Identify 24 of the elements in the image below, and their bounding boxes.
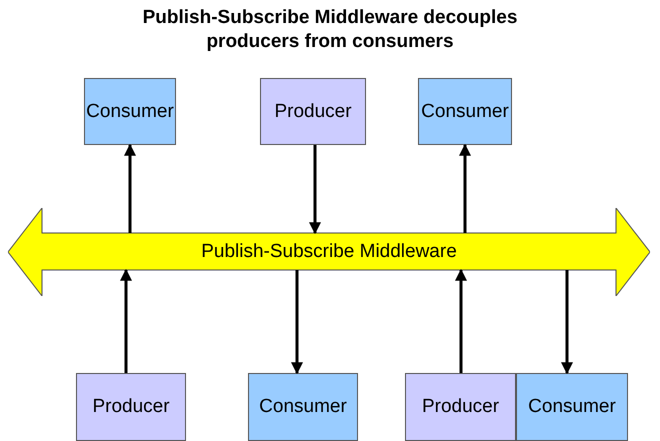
box-label: Consumer [86,100,174,122]
arrow [561,270,573,374]
arrow [309,145,321,234]
arrow [459,144,471,233]
arrow [455,268,467,373]
box-label: Producer [422,396,500,418]
double-arrow-band [8,208,650,296]
box-label: Consumer [528,396,616,418]
consumer-box [84,78,176,145]
producer-box [260,78,366,145]
box-label: Consumer [421,100,509,122]
producer-box [76,373,186,441]
arrow [124,144,136,233]
consumer-box [418,78,512,145]
box-label: Producer [274,100,352,122]
consumer-box [516,373,628,441]
diagram-title: Publish-Subscribe Middleware decouples producers from consumers [142,6,518,54]
producer-box [405,373,516,441]
arrow [291,270,303,374]
box-label: Producer [92,396,170,418]
arrow [120,268,132,373]
box-label: Consumer [259,396,347,418]
consumer-box [248,373,358,441]
band-label: Publish-Subscribe Middleware [201,241,457,263]
